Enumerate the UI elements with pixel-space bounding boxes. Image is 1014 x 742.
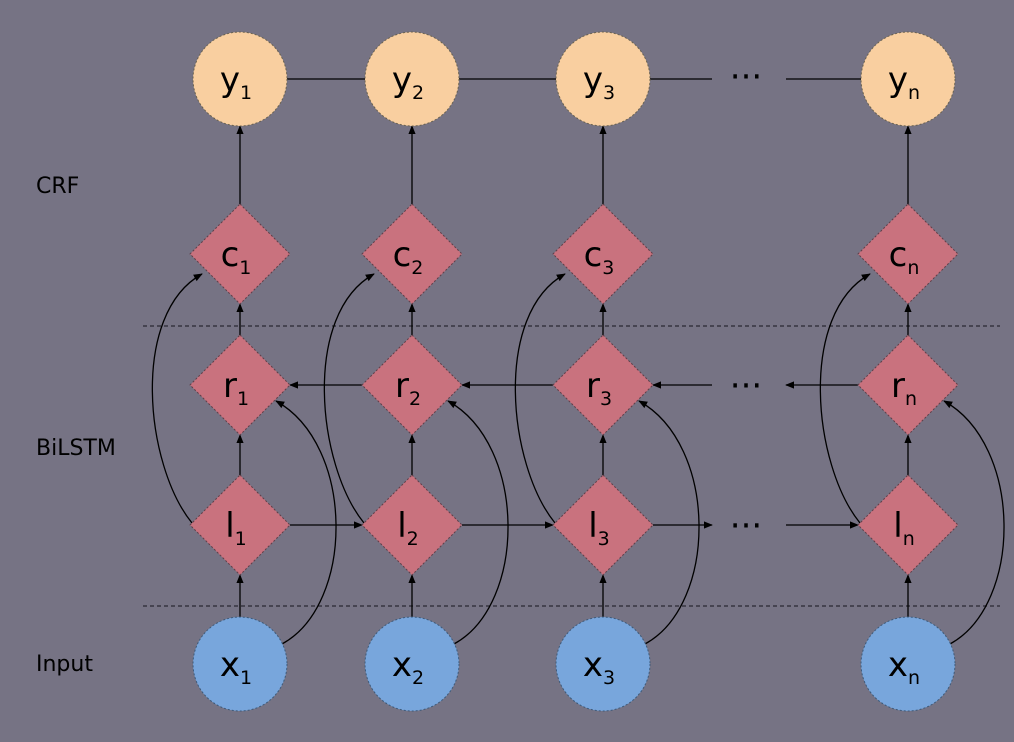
forward-lstm-subscript: n	[903, 528, 915, 550]
forward-lstm-node-n	[857, 474, 959, 576]
input-subscript: n	[908, 667, 920, 689]
crf-label-2: c2	[393, 235, 424, 279]
output-letter: y	[888, 60, 908, 100]
forward-lstm-letter: l	[397, 506, 406, 546]
edges	[151, 78, 1005, 645]
edge-l-to-c-1	[151, 273, 203, 524]
output-label-2: y2	[392, 60, 424, 104]
crf-subscript: 3	[602, 257, 614, 279]
forward-lstm-label-2: l2	[397, 506, 419, 550]
output-letter: y	[583, 60, 603, 100]
forward-lstm-subscript: 1	[235, 528, 247, 550]
crf-node-2	[361, 203, 463, 305]
edge-l-to-c-n	[819, 273, 871, 524]
edge-l-to-c-2	[323, 273, 375, 524]
forward-lstm-subscript: 2	[407, 528, 419, 550]
ellipsis-forward: ···	[730, 506, 762, 546]
crf-subscript: 2	[411, 257, 423, 279]
input-subscript: 2	[412, 667, 424, 689]
crf-letter: c	[393, 235, 412, 275]
backward-lstm-letter: r	[891, 366, 905, 406]
forward-lstm-subscript: 3	[598, 528, 610, 550]
output-node-n	[860, 31, 956, 127]
output-label-n: yn	[888, 60, 920, 104]
backward-lstm-label-1: r1	[223, 366, 249, 410]
forward-lstm-letter: l	[225, 506, 234, 546]
output-node-2	[364, 31, 460, 127]
backward-lstm-label-n: rn	[891, 366, 917, 410]
input-node-n	[860, 616, 956, 712]
input-label-2: x2	[392, 645, 424, 689]
backward-lstm-node-n	[857, 334, 959, 436]
crf-node-1	[189, 203, 291, 305]
backward-lstm-label-2: r2	[395, 366, 421, 410]
backward-lstm-subscript: 3	[600, 388, 612, 410]
backward-lstm-node-3	[552, 334, 654, 436]
output-node-3	[555, 31, 651, 127]
edge-x-to-r-1	[275, 400, 337, 645]
layer-label-crf: CRF	[36, 174, 79, 199]
crf-node-n	[857, 203, 959, 305]
backward-lstm-letter: r	[223, 366, 237, 406]
crf-letter: c	[584, 235, 603, 275]
output-label-1: y1	[220, 60, 252, 104]
backward-lstm-subscript: n	[905, 388, 917, 410]
input-letter: x	[220, 645, 240, 685]
crf-label-3: c3	[584, 235, 615, 279]
output-subscript: n	[908, 82, 920, 104]
backward-lstm-letter: r	[395, 366, 409, 406]
backward-lstm-node-2	[361, 334, 463, 436]
crf-label-1: c1	[221, 235, 252, 279]
input-subscript: 1	[240, 667, 252, 689]
forward-lstm-node-1	[189, 474, 291, 576]
backward-lstm-subscript: 2	[409, 388, 421, 410]
forward-lstm-node-3	[552, 474, 654, 576]
input-letter: x	[583, 645, 603, 685]
layer-label-bilstm: BiLSTM	[36, 436, 116, 461]
edge-l-to-c-3	[514, 273, 566, 524]
input-letter: x	[888, 645, 908, 685]
edge-x-to-r-3	[638, 400, 700, 645]
output-subscript: 3	[603, 82, 615, 104]
forward-lstm-label-1: l1	[225, 506, 247, 550]
ellipsis-backward: ···	[730, 366, 762, 406]
backward-lstm-node-1	[189, 334, 291, 436]
input-node-1	[192, 616, 288, 712]
forward-lstm-letter: l	[893, 506, 902, 546]
input-label-1: x1	[220, 645, 252, 689]
ellipsis-output: ···	[730, 57, 762, 97]
backward-lstm-label-3: r3	[586, 366, 612, 410]
output-letter: y	[220, 60, 240, 100]
backward-lstm-subscript: 1	[237, 388, 249, 410]
forward-lstm-letter: l	[588, 506, 597, 546]
edge-x-to-r-2	[447, 400, 509, 645]
input-subscript: 3	[603, 667, 615, 689]
output-subscript: 2	[412, 82, 424, 104]
input-node-2	[364, 616, 460, 712]
output-letter: y	[392, 60, 412, 100]
forward-lstm-label-n: ln	[893, 506, 915, 550]
input-letter: x	[392, 645, 412, 685]
crf-letter: c	[221, 235, 240, 275]
edge-x-to-r-n	[943, 400, 1005, 645]
layer-label-input: Input	[36, 652, 93, 677]
input-node-3	[555, 616, 651, 712]
output-label-3: y3	[583, 60, 615, 104]
crf-subscript: n	[907, 257, 919, 279]
output-node-1	[192, 31, 288, 127]
crf-label-n: cn	[889, 235, 920, 279]
forward-lstm-node-2	[361, 474, 463, 576]
input-label-3: x3	[583, 645, 615, 689]
forward-lstm-label-3: l3	[588, 506, 610, 550]
crf-subscript: 1	[239, 257, 251, 279]
input-label-n: xn	[888, 645, 920, 689]
crf-letter: c	[889, 235, 908, 275]
backward-lstm-letter: r	[586, 366, 600, 406]
crf-node-3	[552, 203, 654, 305]
output-subscript: 1	[240, 82, 252, 104]
